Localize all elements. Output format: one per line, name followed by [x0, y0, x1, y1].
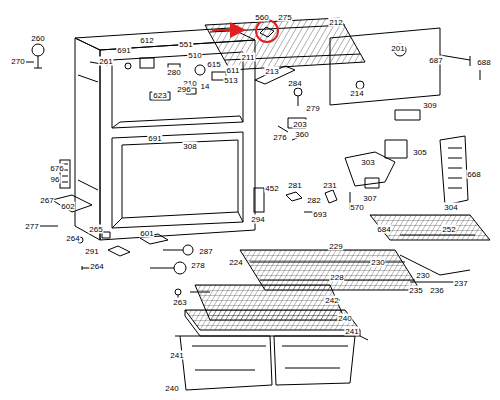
callout-number: 309	[422, 101, 437, 110]
callout-number: 296	[176, 85, 191, 94]
callout-number: 265	[88, 225, 103, 234]
callout-number: 237	[453, 279, 468, 288]
callout-number: 360	[294, 130, 309, 139]
callout-number: 282	[306, 196, 321, 205]
callout-number: 611	[226, 66, 241, 75]
callout-number: 551	[178, 40, 193, 49]
callout-number: 235	[408, 286, 423, 295]
callout-number: 264	[65, 234, 80, 243]
callout-number: 242	[324, 296, 339, 305]
callout-number: 304	[443, 203, 458, 212]
callout-number: 212	[328, 18, 343, 27]
callout-number: 224	[228, 258, 243, 267]
callout-number: 270	[10, 57, 25, 66]
callout-number: 291	[84, 247, 99, 256]
callout-number: 211	[241, 53, 256, 62]
callout-number: 230	[415, 271, 430, 280]
callout-number: 275	[277, 13, 292, 22]
callout-number: 260	[30, 34, 45, 43]
callout-number: 287	[198, 247, 213, 256]
callout-number: 510	[187, 51, 202, 60]
callout-number: 307	[362, 194, 377, 203]
callout-number: 602	[60, 202, 75, 211]
callout-number: 278	[190, 261, 205, 270]
callout-number: 284	[287, 79, 302, 88]
callout-number: 263	[172, 298, 187, 307]
callout-number: 201	[390, 44, 405, 53]
callout-number: 676	[49, 164, 64, 173]
callout-number: 305	[412, 148, 427, 157]
callout-number: 280	[166, 68, 181, 77]
callout-number: 96	[50, 175, 61, 184]
callout-number: 693	[312, 210, 327, 219]
callout-number: 240	[337, 314, 352, 323]
callout-number: 236	[429, 286, 444, 295]
callout-number: 308	[182, 142, 197, 151]
callout-number: 303	[360, 158, 375, 167]
callout-number: 214	[349, 89, 364, 98]
callout-number: 241	[169, 351, 184, 360]
callout-number: 691	[116, 46, 131, 55]
callout-number: 264	[89, 262, 104, 271]
callout-number: 267	[39, 196, 54, 205]
callout-number: 203	[292, 120, 307, 129]
callout-number: 668	[466, 170, 481, 179]
callout-number: 241	[344, 327, 359, 336]
callout-number: 261	[98, 57, 113, 66]
callout-number: 601	[139, 229, 154, 238]
callout-number: 615	[206, 60, 221, 69]
callout-number: 229	[328, 242, 343, 251]
callout-number: 684	[376, 225, 391, 234]
callout-number: 230	[370, 258, 385, 267]
callout-number: 623	[152, 91, 167, 100]
callout-number: 231	[322, 181, 337, 190]
callout-number: 560	[254, 13, 269, 22]
callout-number: 688	[476, 58, 491, 67]
callout-number: 570	[349, 203, 364, 212]
callout-number: 14	[200, 82, 211, 91]
callout-number: 691	[147, 134, 162, 143]
callout-number: 612	[139, 36, 154, 45]
callout-number: 277	[24, 222, 39, 231]
callout-number: 240	[164, 384, 179, 393]
callout-number: 213	[264, 67, 279, 76]
callout-number: 252	[441, 225, 456, 234]
callout-number: 276	[272, 133, 287, 142]
callout-number: 228	[329, 273, 344, 282]
callout-number: 281	[287, 181, 302, 190]
callout-number: 452	[264, 184, 279, 193]
callout-number: 687	[428, 56, 443, 65]
callout-number: 513	[223, 76, 238, 85]
callout-number: 294	[250, 215, 265, 224]
callout-number: 279	[305, 104, 320, 113]
